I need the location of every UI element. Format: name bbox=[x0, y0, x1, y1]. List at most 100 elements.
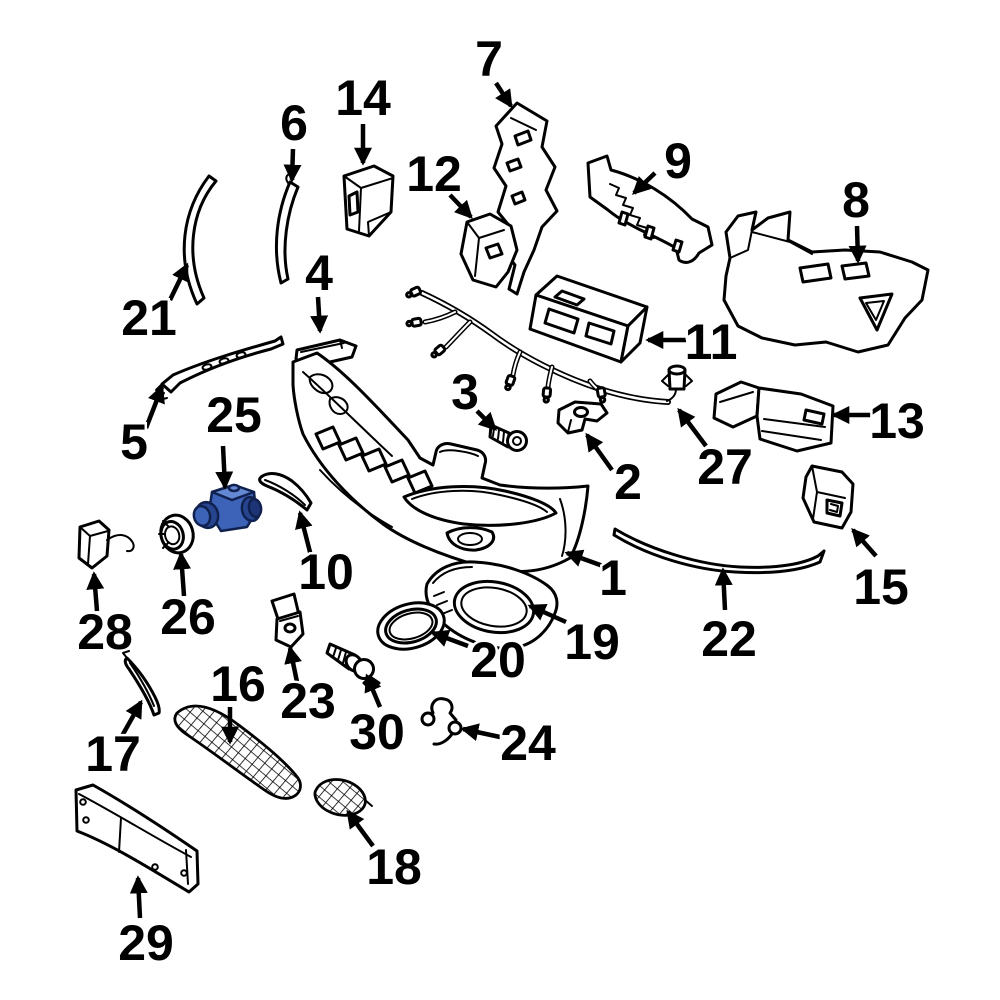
part-callout-27[interactable]: 27 bbox=[677, 407, 755, 498]
part-callout-26[interactable]: 26 bbox=[158, 551, 218, 648]
part-label-23: 23 bbox=[280, 673, 336, 729]
part-label-25: 25 bbox=[206, 387, 262, 443]
part-22-drawing bbox=[612, 527, 826, 575]
part-24-drawing bbox=[420, 697, 463, 746]
part-29-drawing bbox=[74, 783, 200, 894]
part-label-16: 16 bbox=[210, 656, 266, 712]
part-callout-2[interactable]: 2 bbox=[585, 432, 644, 513]
part-callout-8[interactable]: 8 bbox=[840, 170, 872, 264]
part-1-drawing bbox=[291, 351, 590, 574]
part-callout-14[interactable]: 14 bbox=[333, 68, 393, 166]
part-18-drawing bbox=[313, 778, 373, 817]
part-callout-5[interactable]: 5 bbox=[118, 384, 165, 473]
part-arrow-4 bbox=[310, 296, 329, 334]
part-13-drawing bbox=[712, 380, 835, 453]
part-9-drawing bbox=[586, 154, 714, 264]
part-callout-12[interactable]: 12 bbox=[404, 144, 473, 219]
part-26-drawing bbox=[158, 513, 195, 555]
part-25-drawing bbox=[192, 483, 263, 533]
part-callout-7[interactable]: 7 bbox=[473, 29, 513, 109]
part-label-30: 30 bbox=[349, 704, 405, 760]
part-callout-25[interactable]: 25 bbox=[204, 385, 264, 490]
part-11-drawing bbox=[528, 274, 649, 364]
part-arrow-15 bbox=[851, 527, 878, 558]
part-label-19: 19 bbox=[564, 614, 620, 670]
callouts-layer: 1234567891011121314151617181920212223242… bbox=[75, 29, 928, 974]
part-arrow-28 bbox=[86, 571, 105, 612]
part-label-3: 3 bbox=[451, 364, 479, 420]
part-label-21: 21 bbox=[121, 290, 177, 346]
part-callout-28[interactable]: 28 bbox=[75, 571, 135, 663]
part-callout-21[interactable]: 21 bbox=[119, 262, 190, 349]
part-arrow-19 bbox=[527, 603, 567, 625]
part-label-15: 15 bbox=[853, 559, 909, 615]
part-arrow-3 bbox=[475, 409, 497, 431]
part-label-20: 20 bbox=[470, 632, 526, 688]
part-arrow-25 bbox=[215, 445, 234, 490]
part-label-29: 29 bbox=[118, 915, 174, 971]
part-callout-3[interactable]: 3 bbox=[449, 362, 497, 431]
part-label-14: 14 bbox=[335, 70, 391, 126]
part-label-24: 24 bbox=[500, 715, 556, 771]
part-callout-30[interactable]: 30 bbox=[347, 673, 407, 763]
part-arrow-26 bbox=[173, 551, 192, 597]
part-callout-29[interactable]: 29 bbox=[116, 875, 176, 974]
part-label-22: 22 bbox=[701, 611, 757, 667]
part-arrow-22 bbox=[714, 567, 733, 611]
part-callout-23[interactable]: 23 bbox=[278, 645, 338, 732]
part-callout-22[interactable]: 22 bbox=[699, 567, 759, 670]
part-label-7: 7 bbox=[475, 31, 503, 87]
part-label-10: 10 bbox=[298, 544, 354, 600]
part-arrow-24 bbox=[460, 723, 501, 742]
part-label-9: 9 bbox=[664, 133, 692, 189]
part-label-2: 2 bbox=[614, 454, 642, 510]
part-label-12: 12 bbox=[406, 146, 462, 202]
part-10-drawing bbox=[258, 472, 313, 512]
part-arrow-12 bbox=[448, 193, 473, 219]
part-callout-1[interactable]: 1 bbox=[564, 548, 629, 609]
part-arrow-8 bbox=[848, 225, 867, 264]
part-20-drawing bbox=[376, 601, 446, 651]
part-28-drawing bbox=[77, 519, 135, 570]
part-arrow-9 bbox=[632, 171, 657, 195]
part-callout-6[interactable]: 6 bbox=[278, 93, 310, 183]
part-8-drawing bbox=[722, 210, 930, 354]
part-callout-9[interactable]: 9 bbox=[632, 131, 694, 195]
part-arrow-21 bbox=[167, 262, 190, 301]
part-callout-20[interactable]: 20 bbox=[430, 630, 528, 691]
part-callout-13[interactable]: 13 bbox=[831, 391, 927, 452]
part-callout-16[interactable]: 16 bbox=[208, 654, 268, 745]
part-callout-15[interactable]: 15 bbox=[851, 527, 911, 618]
part-callout-4[interactable]: 4 bbox=[303, 243, 336, 334]
part-label-18: 18 bbox=[366, 839, 422, 895]
part-23-drawing bbox=[270, 592, 305, 649]
part-arrow-2 bbox=[585, 432, 614, 472]
part-16-drawing bbox=[173, 704, 302, 800]
part-callout-18[interactable]: 18 bbox=[346, 809, 424, 898]
part-label-5: 5 bbox=[120, 414, 148, 470]
part-12-drawing bbox=[459, 212, 519, 289]
part-callout-10[interactable]: 10 bbox=[295, 510, 356, 603]
part-callout-24[interactable]: 24 bbox=[460, 713, 558, 774]
part-label-4: 4 bbox=[305, 245, 333, 301]
part-arrow-30 bbox=[364, 673, 383, 708]
part-arrow-7 bbox=[494, 81, 513, 109]
part-callout-17[interactable]: 17 bbox=[83, 699, 143, 785]
part-callout-19[interactable]: 19 bbox=[527, 603, 622, 673]
part-arrow-18 bbox=[346, 809, 375, 848]
part-callout-11[interactable]: 11 bbox=[645, 312, 740, 373]
part-17-drawing bbox=[122, 650, 161, 717]
part-label-6: 6 bbox=[280, 95, 308, 151]
part-label-8: 8 bbox=[842, 172, 870, 228]
part-15-drawing bbox=[801, 464, 855, 530]
part-arrow-5 bbox=[143, 384, 165, 429]
part-label-17: 17 bbox=[85, 726, 141, 782]
part-3-drawing bbox=[488, 423, 528, 452]
part-arrow-29 bbox=[129, 875, 148, 919]
part-arrow-6 bbox=[283, 148, 302, 183]
part-6-drawing bbox=[274, 173, 300, 285]
part-19-drawing bbox=[424, 560, 559, 650]
part-arrow-1 bbox=[564, 549, 604, 569]
